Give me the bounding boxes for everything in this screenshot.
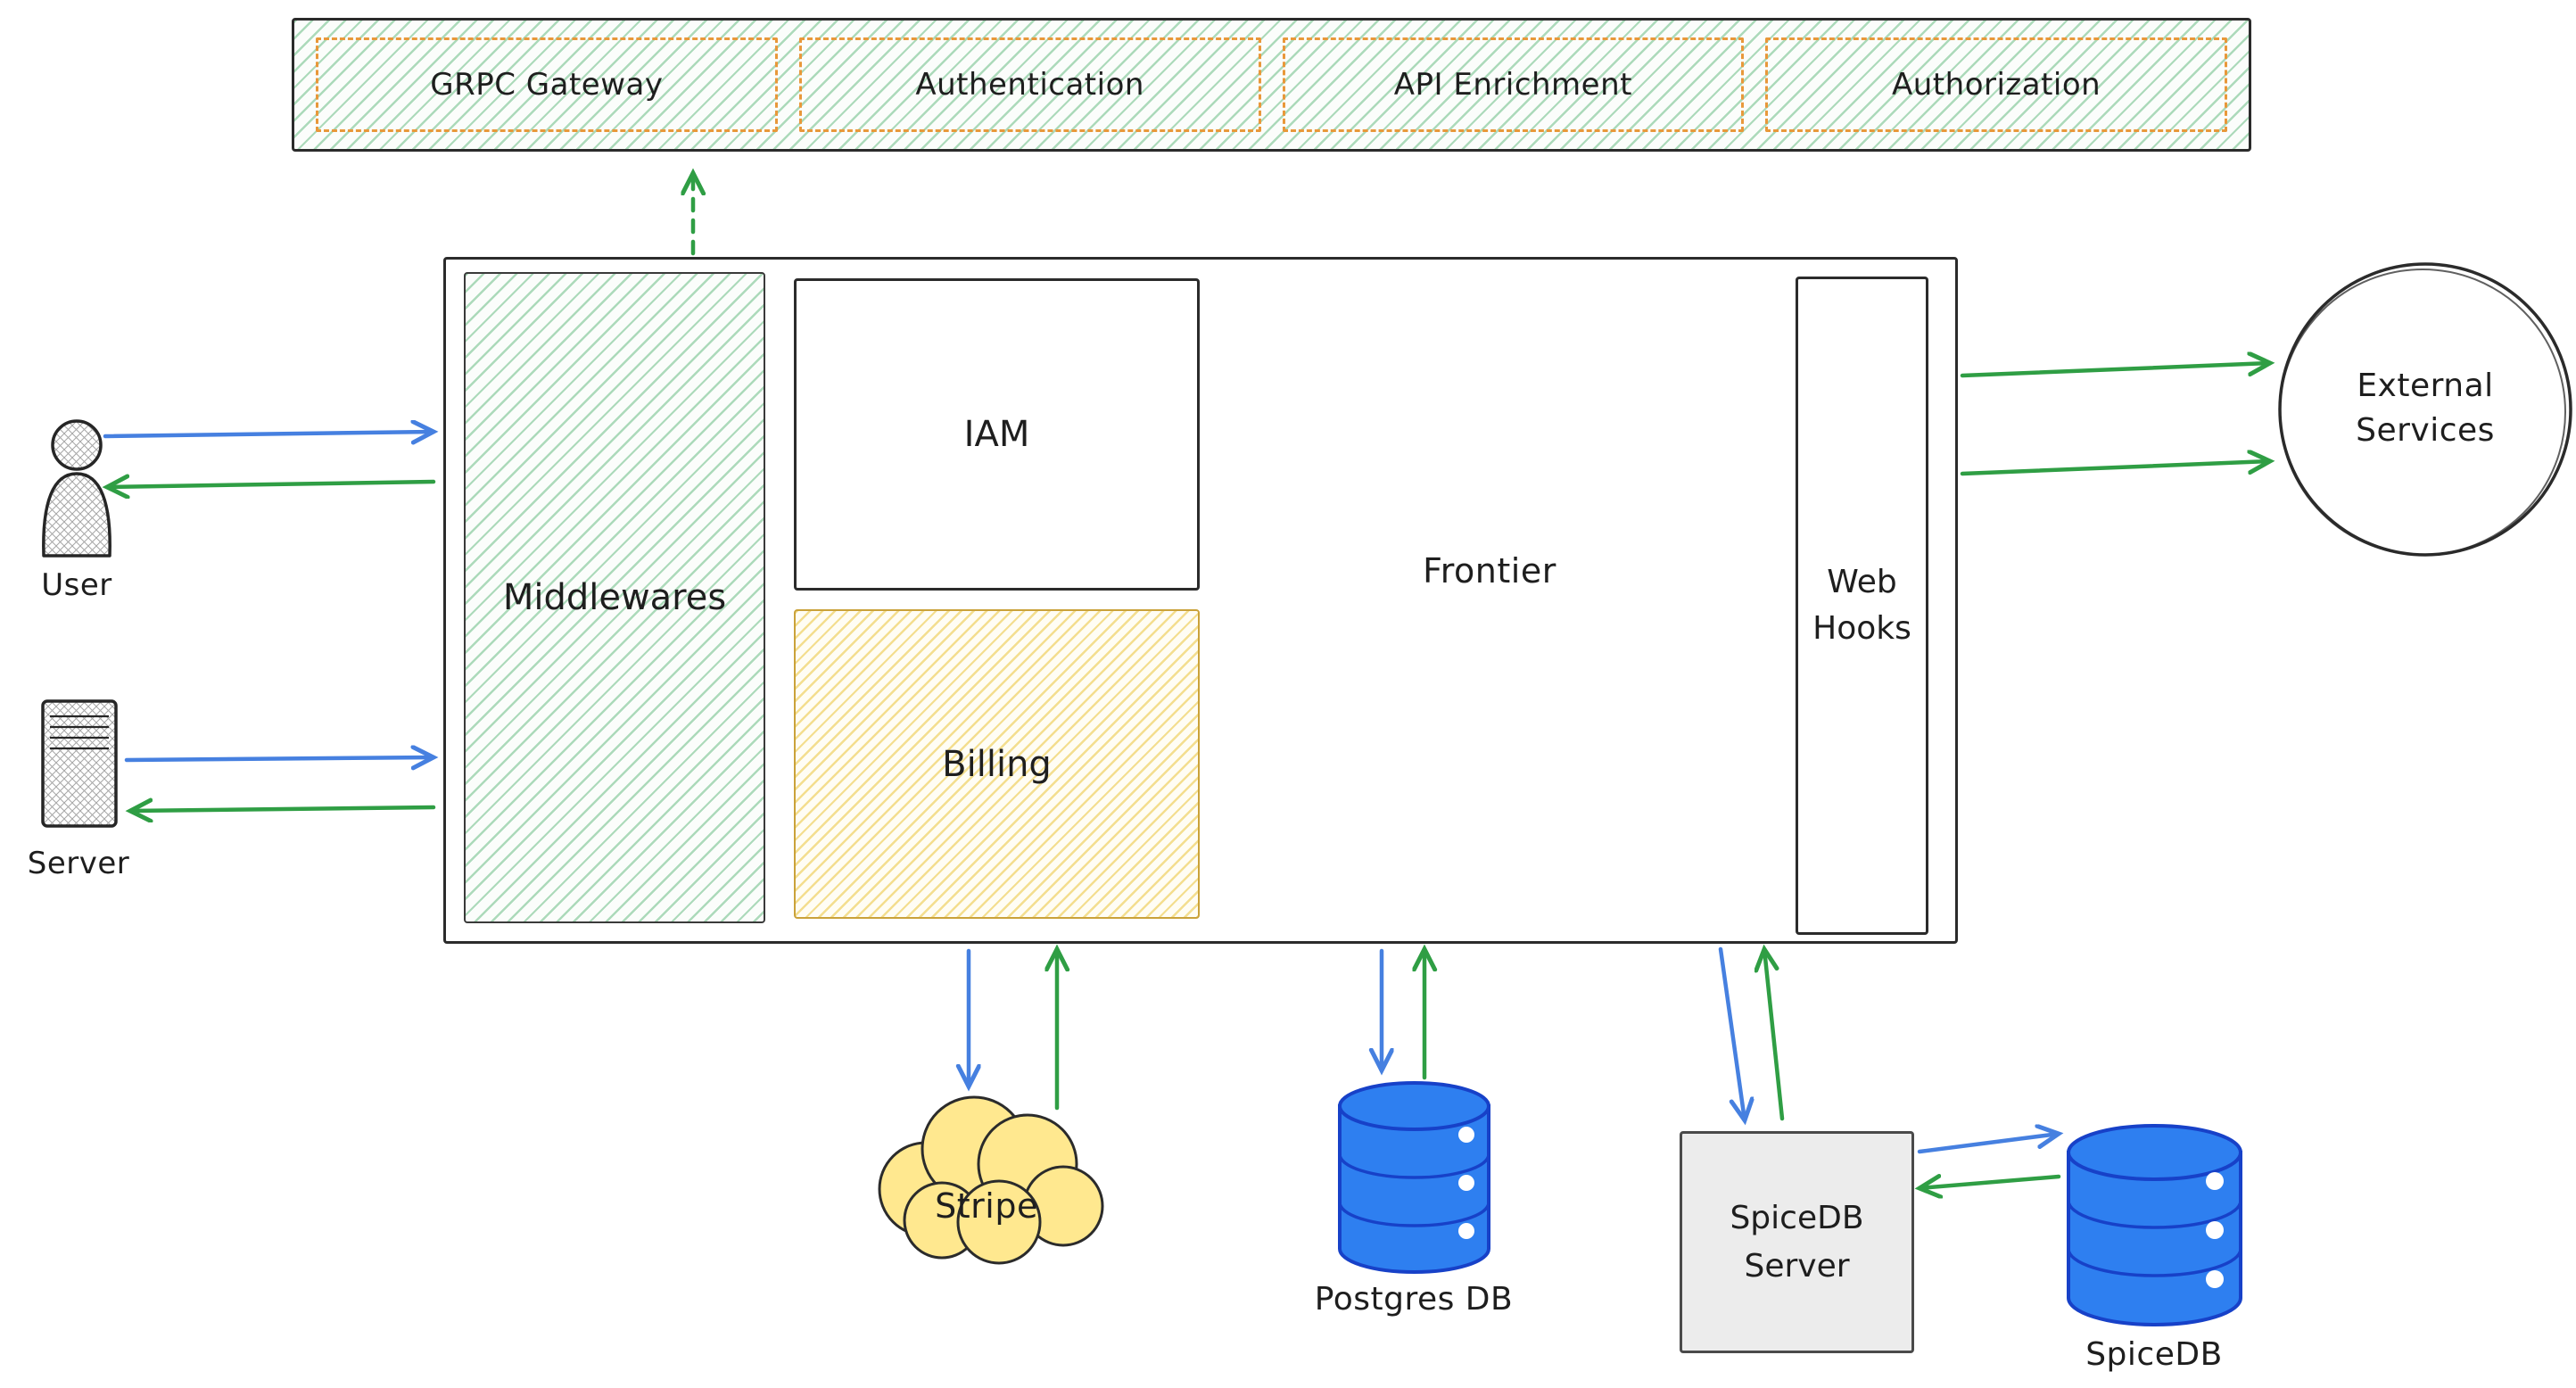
pipeline-authentication-label: Authentication — [915, 67, 1144, 103]
server-label: Server — [27, 846, 130, 881]
middlewares-box: Middlewares — [464, 272, 765, 923]
pipeline-api-enrichment: API Enrichment — [1282, 37, 1745, 132]
pipeline-grpc-gateway-label: GRPC Gateway — [430, 67, 664, 103]
user-label: User — [41, 567, 112, 603]
arrow-spicedb-to-spicedb-server — [1920, 1177, 2061, 1188]
pipeline-api-enrichment-label: API Enrichment — [1393, 67, 1632, 103]
arrow-frontier-to-user — [107, 482, 436, 487]
iam-box: IAM — [794, 278, 1200, 591]
webhooks-box: Web Hooks — [1796, 277, 1928, 935]
arrow-webhooks-to-spicedb-server — [1718, 946, 1745, 1120]
arrow-frontier-to-external-top — [1960, 363, 2270, 378]
spicedb-server-label: SpiceDB Server — [1730, 1199, 1864, 1285]
webhooks-label: Web Hooks — [1812, 563, 1911, 647]
arrow-spicedb-server-to-webhooks — [1764, 949, 1785, 1121]
external-services-label: External Services — [2356, 368, 2495, 450]
stripe-cloud-icon — [878, 1095, 1104, 1265]
gateway-pipeline-bar: GRPC Gateway Authentication API Enrichme… — [292, 18, 2251, 152]
external-services-circle — [2278, 262, 2572, 557]
pipeline-authorization: Authorization — [1765, 37, 2227, 132]
server-icon — [41, 699, 118, 828]
postgres-db-icon — [1338, 1081, 1490, 1274]
stripe-label: Stripe — [935, 1186, 1038, 1226]
pipeline-grpc-gateway: GRPC Gateway — [316, 37, 778, 132]
billing-box: Billing — [794, 609, 1200, 919]
arrow-user-to-frontier — [103, 432, 433, 436]
spicedb-db-icon — [2067, 1124, 2242, 1326]
middlewares-label: Middlewares — [502, 577, 727, 618]
arrow-frontier-to-external-bottom — [1960, 461, 2270, 476]
arrow-server-to-frontier — [124, 757, 433, 760]
postgres-db-label: Postgres DB — [1314, 1281, 1514, 1318]
pipeline-authorization-label: Authorization — [1892, 67, 2101, 103]
frontier-label: Frontier — [1423, 551, 1556, 591]
arrow-frontier-to-server — [130, 807, 436, 811]
arrow-spicedb-server-to-spicedb — [1917, 1134, 2059, 1154]
spicedb-label: SpiceDB — [2085, 1336, 2223, 1373]
pipeline-authentication: Authentication — [798, 37, 1261, 132]
billing-label: Billing — [942, 743, 1052, 785]
user-icon — [42, 419, 111, 558]
spicedb-server-box: SpiceDB Server — [1680, 1131, 1914, 1353]
iam-label: IAM — [963, 414, 1030, 455]
